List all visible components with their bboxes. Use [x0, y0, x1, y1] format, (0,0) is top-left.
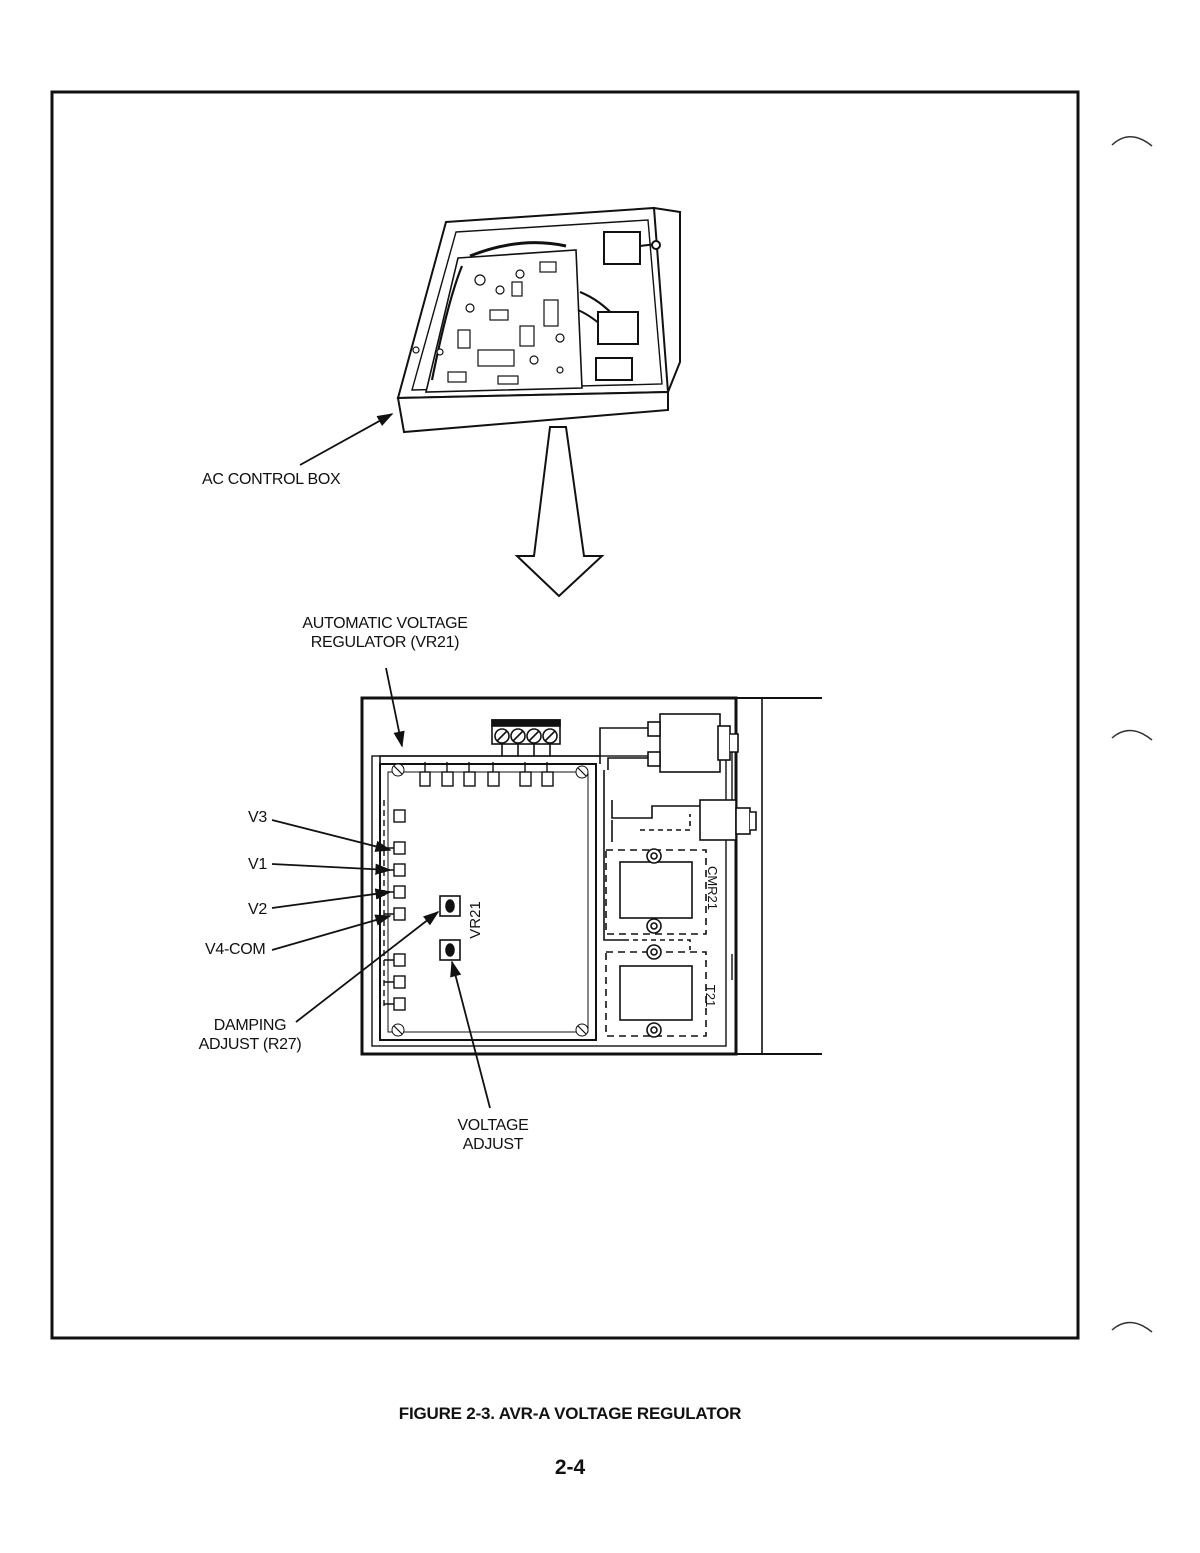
- pcb-components: [412, 261, 565, 385]
- label-v3: V3: [248, 809, 267, 826]
- board-label-cmr21: CMR21: [705, 866, 720, 910]
- v1-leader: [271, 863, 392, 875]
- binder-hole-mark: [1111, 1321, 1153, 1333]
- binder-hole-mark: [1111, 136, 1153, 147]
- figure-caption: FIGURE 2-3. AVR-A VOLTAGE REGULATOR: [398, 1404, 742, 1423]
- adjust-potentiometers: [439, 895, 461, 961]
- v2-leader: [271, 888, 392, 909]
- avr-leader: [385, 667, 405, 748]
- terminal-block: [491, 719, 561, 756]
- leader-arrows: [271, 667, 491, 1109]
- voltage-line-2: ADJUST: [462, 1136, 524, 1153]
- label-automatic-voltage-regulator: AUTOMATIC VOLTAGE REGULATOR (VR21): [280, 614, 490, 652]
- binder-hole-mark: [1111, 729, 1153, 741]
- right-components: [599, 713, 757, 1038]
- label-damping-adjust: DAMPING ADJUST (R27): [186, 1016, 314, 1054]
- side-terminals: [383, 800, 406, 1011]
- vr21-board: [379, 755, 601, 1041]
- zoom-arrow: [514, 426, 605, 598]
- damping-line-1: DAMPING: [213, 1017, 287, 1034]
- top-terminals: [419, 762, 554, 787]
- label-voltage-adjust: VOLTAGE ADJUST: [438, 1116, 548, 1154]
- ac-control-box-leader: [299, 413, 394, 466]
- page-number: 2-4: [554, 1456, 586, 1479]
- damping-line-2: ADJUST (R27): [198, 1036, 302, 1053]
- avr-line-2: REGULATOR (VR21): [310, 634, 460, 651]
- v3-leader: [271, 819, 392, 852]
- label-v2: V2: [248, 901, 267, 918]
- ac-control-box-illustration: [396, 206, 681, 434]
- label-ac-control-box: AC CONTROL BOX: [202, 471, 341, 488]
- voltage-adjust-leader: [450, 960, 491, 1109]
- figure-frame: [50, 90, 1080, 1340]
- avr-line-1: AUTOMATIC VOLTAGE: [302, 615, 468, 632]
- label-v1: V1: [248, 856, 267, 873]
- board-label-vr21: VR21: [467, 901, 484, 939]
- v4-com-leader: [271, 914, 392, 951]
- board-label-t21: T21: [703, 985, 718, 1007]
- label-v4-com: V4-COM: [205, 941, 266, 958]
- damping-leader: [295, 911, 440, 1023]
- voltage-line-1: VOLTAGE: [457, 1117, 529, 1134]
